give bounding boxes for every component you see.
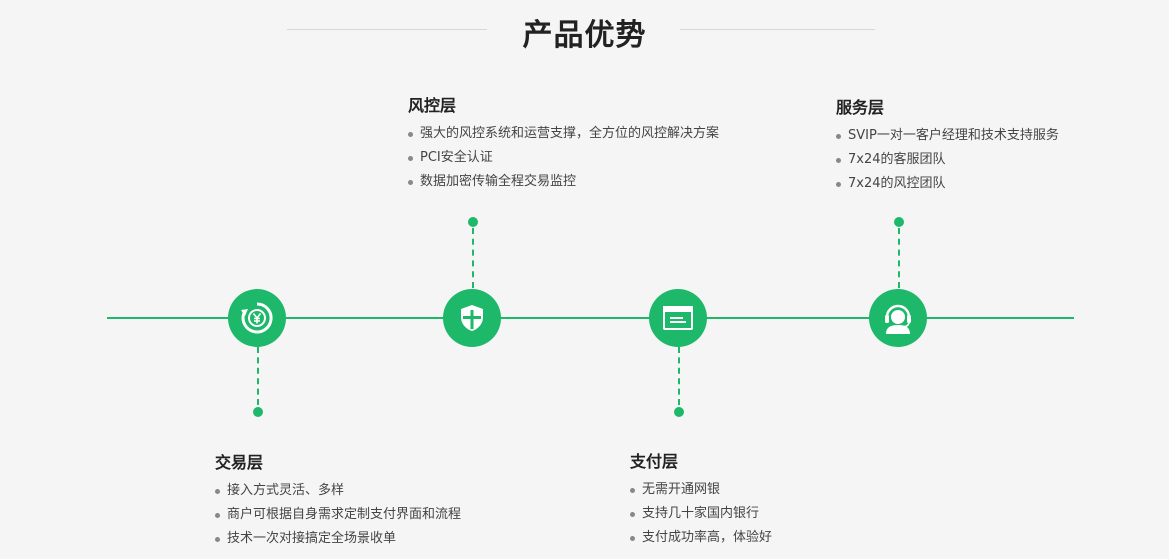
list-item: PCI安全认证 bbox=[408, 146, 719, 170]
pay-connector bbox=[678, 347, 680, 405]
list-item: 支付成功率高，体验好 bbox=[630, 526, 772, 550]
timeline-line bbox=[107, 317, 1074, 319]
list-item: 无需开通网银 bbox=[630, 478, 772, 502]
list-item: 接入方式灵活、多样 bbox=[215, 479, 461, 503]
pay-node bbox=[649, 289, 707, 347]
risk-layer-title: 风控层 bbox=[408, 96, 457, 115]
service-dot bbox=[894, 217, 904, 227]
risk-layer-block: 风控层 强大的风控系统和运营支撑，全方位的风控解决方案 PCI安全认证 数据加密… bbox=[408, 92, 719, 194]
risk-connector bbox=[472, 228, 474, 288]
service-node bbox=[869, 289, 927, 347]
risk-node bbox=[443, 289, 501, 347]
list-item: SVIP一对一客户经理和技术支持服务 bbox=[836, 124, 1059, 148]
trade-layer-list: 接入方式灵活、多样 商户可根据自身需求定制支付界面和流程 技术一次对接搞定全场景… bbox=[215, 479, 461, 551]
risk-dot bbox=[468, 217, 478, 227]
window-card-icon bbox=[663, 306, 693, 330]
trade-node bbox=[228, 289, 286, 347]
risk-layer-list: 强大的风控系统和运营支撑，全方位的风控解决方案 PCI安全认证 数据加密传输全程… bbox=[408, 122, 719, 194]
pay-layer-block: 支付层 无需开通网银 支持几十家国内银行 支付成功率高，体验好 bbox=[630, 448, 772, 550]
trade-layer-title: 交易层 bbox=[215, 453, 264, 472]
service-layer-list: SVIP一对一客户经理和技术支持服务 7x24的客服团队 7x24的风控团队 bbox=[836, 124, 1059, 196]
trade-dot bbox=[253, 407, 263, 417]
yuan-cycle-icon bbox=[241, 302, 273, 334]
trade-layer-block: 交易层 接入方式灵活、多样 商户可根据自身需求定制支付界面和流程 技术一次对接搞… bbox=[215, 449, 461, 551]
shield-icon bbox=[461, 305, 483, 331]
list-item: 7x24的客服团队 bbox=[836, 148, 1059, 172]
service-layer-block: 服务层 SVIP一对一客户经理和技术支持服务 7x24的客服团队 7x24的风控… bbox=[836, 94, 1059, 196]
list-item: 7x24的风控团队 bbox=[836, 172, 1059, 196]
list-item: 支持几十家国内银行 bbox=[630, 502, 772, 526]
list-item: 商户可根据自身需求定制支付界面和流程 bbox=[215, 503, 461, 527]
title-line-left bbox=[287, 29, 487, 30]
pay-dot bbox=[674, 407, 684, 417]
list-item: 数据加密传输全程交易监控 bbox=[408, 170, 719, 194]
pay-layer-title: 支付层 bbox=[630, 452, 679, 471]
list-item: 强大的风控系统和运营支撑，全方位的风控解决方案 bbox=[408, 122, 719, 146]
list-item: 技术一次对接搞定全场景收单 bbox=[215, 527, 461, 551]
service-connector bbox=[898, 228, 900, 288]
title-line-right bbox=[680, 29, 875, 30]
trade-connector bbox=[257, 347, 259, 405]
service-layer-title: 服务层 bbox=[836, 98, 885, 117]
pay-layer-list: 无需开通网银 支持几十家国内银行 支付成功率高，体验好 bbox=[630, 478, 772, 550]
headset-agent-icon bbox=[885, 304, 911, 334]
page-title: 产品优势 bbox=[522, 18, 647, 53]
